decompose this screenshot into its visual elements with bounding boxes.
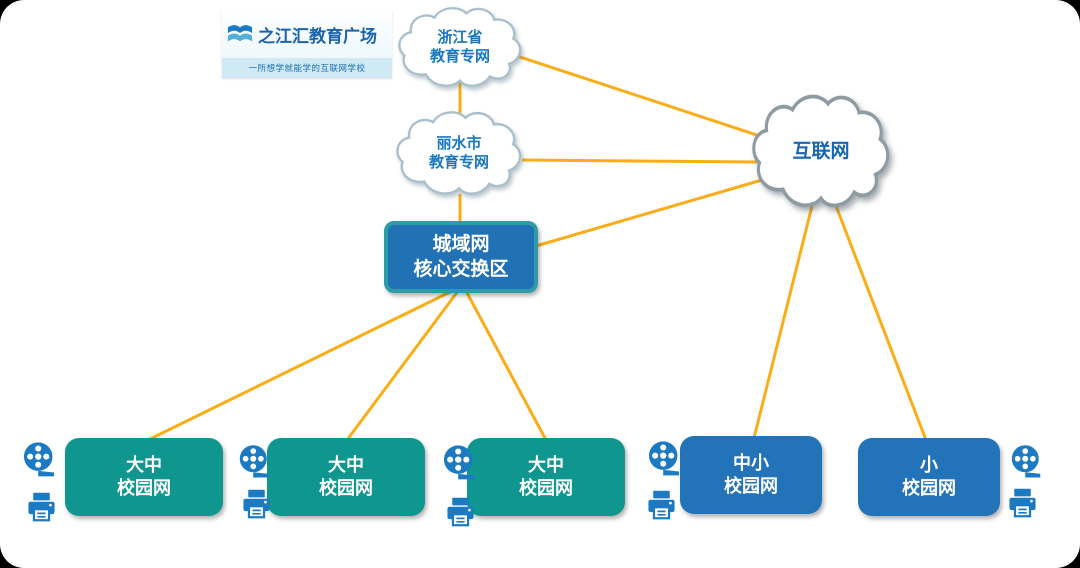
label-line: 校园网 xyxy=(902,478,956,499)
link-city-internet xyxy=(521,158,759,164)
internet-label: 互联网 xyxy=(750,92,892,210)
logo-subtitle: 一所想学就能学的互联网学校 xyxy=(248,64,366,74)
film-reel-icon xyxy=(645,439,683,477)
label-line: 教育专网 xyxy=(428,153,489,171)
city-network-label: 丽水市 教育专网 xyxy=(394,109,524,197)
label-line: 校园网 xyxy=(319,478,373,499)
printer-icon xyxy=(240,487,273,520)
campus-node-large1: 大中 校园网 xyxy=(65,438,223,516)
provincial-network-cloud: 浙江省 教育专网 xyxy=(396,5,524,89)
cloud-shape xyxy=(398,7,522,87)
label-line: 大中 xyxy=(328,454,364,476)
logo-title: 之江汇教育广场 xyxy=(258,26,377,47)
film-reel-icon xyxy=(20,440,58,478)
link-provincial-internet xyxy=(504,50,779,144)
link-internet-campus5 xyxy=(834,205,928,441)
printer-icon xyxy=(444,495,477,528)
campus-node-small: 小 校园网 xyxy=(858,438,1000,516)
label-line: 中小 xyxy=(733,452,769,474)
printer-icon xyxy=(1006,486,1039,519)
label-line: 互联网 xyxy=(792,139,850,162)
internet-cloud: 互联网 xyxy=(750,92,892,210)
link-internet-campus4 xyxy=(752,205,814,439)
label-line: 大中 xyxy=(126,454,162,476)
logo-top-row: 之江汇教育广场 xyxy=(222,10,392,58)
label-line: 核心交换区 xyxy=(413,258,509,280)
link-core-campus3 xyxy=(464,290,548,441)
label-line: 小 xyxy=(920,454,938,476)
label-line: 城域网 xyxy=(432,233,490,256)
logo-subtitle-strip: 一所想学就能学的互联网学校 xyxy=(222,58,392,78)
open-book-logo-icon xyxy=(227,25,253,42)
label-line: 校园网 xyxy=(519,478,573,499)
printer-icon xyxy=(25,490,58,523)
provincial-network-label: 浙江省 教育专网 xyxy=(396,5,524,89)
label-line: 丽水市 xyxy=(436,133,482,152)
core-switch-node: 城域网 核心交换区 xyxy=(384,221,538,293)
logo: 之江汇教育广场 一所想学就能学的互联网学校 xyxy=(222,10,392,78)
link-core-campus1 xyxy=(147,289,453,442)
label-line: 校园网 xyxy=(724,476,778,497)
film-reel-icon xyxy=(1008,443,1044,479)
city-network-cloud: 丽水市 教育专网 xyxy=(394,109,524,197)
link-core-internet xyxy=(535,178,763,248)
campus-node-medium: 中小 校园网 xyxy=(680,436,822,514)
campus-node-large3: 大中 校园网 xyxy=(467,438,625,516)
cloud-shape xyxy=(752,94,890,208)
link-core-campus2 xyxy=(345,290,460,441)
film-reel-icon xyxy=(236,443,272,479)
label-line: 校园网 xyxy=(117,478,171,499)
label-line: 教育专网 xyxy=(429,47,490,65)
label-line: 浙江省 xyxy=(437,27,483,46)
printer-icon xyxy=(645,488,678,521)
campus-node-large2: 大中 校园网 xyxy=(267,438,425,516)
label-line: 大中 xyxy=(528,454,564,476)
cloud-shape xyxy=(396,111,522,195)
film-reel-icon xyxy=(440,443,478,481)
